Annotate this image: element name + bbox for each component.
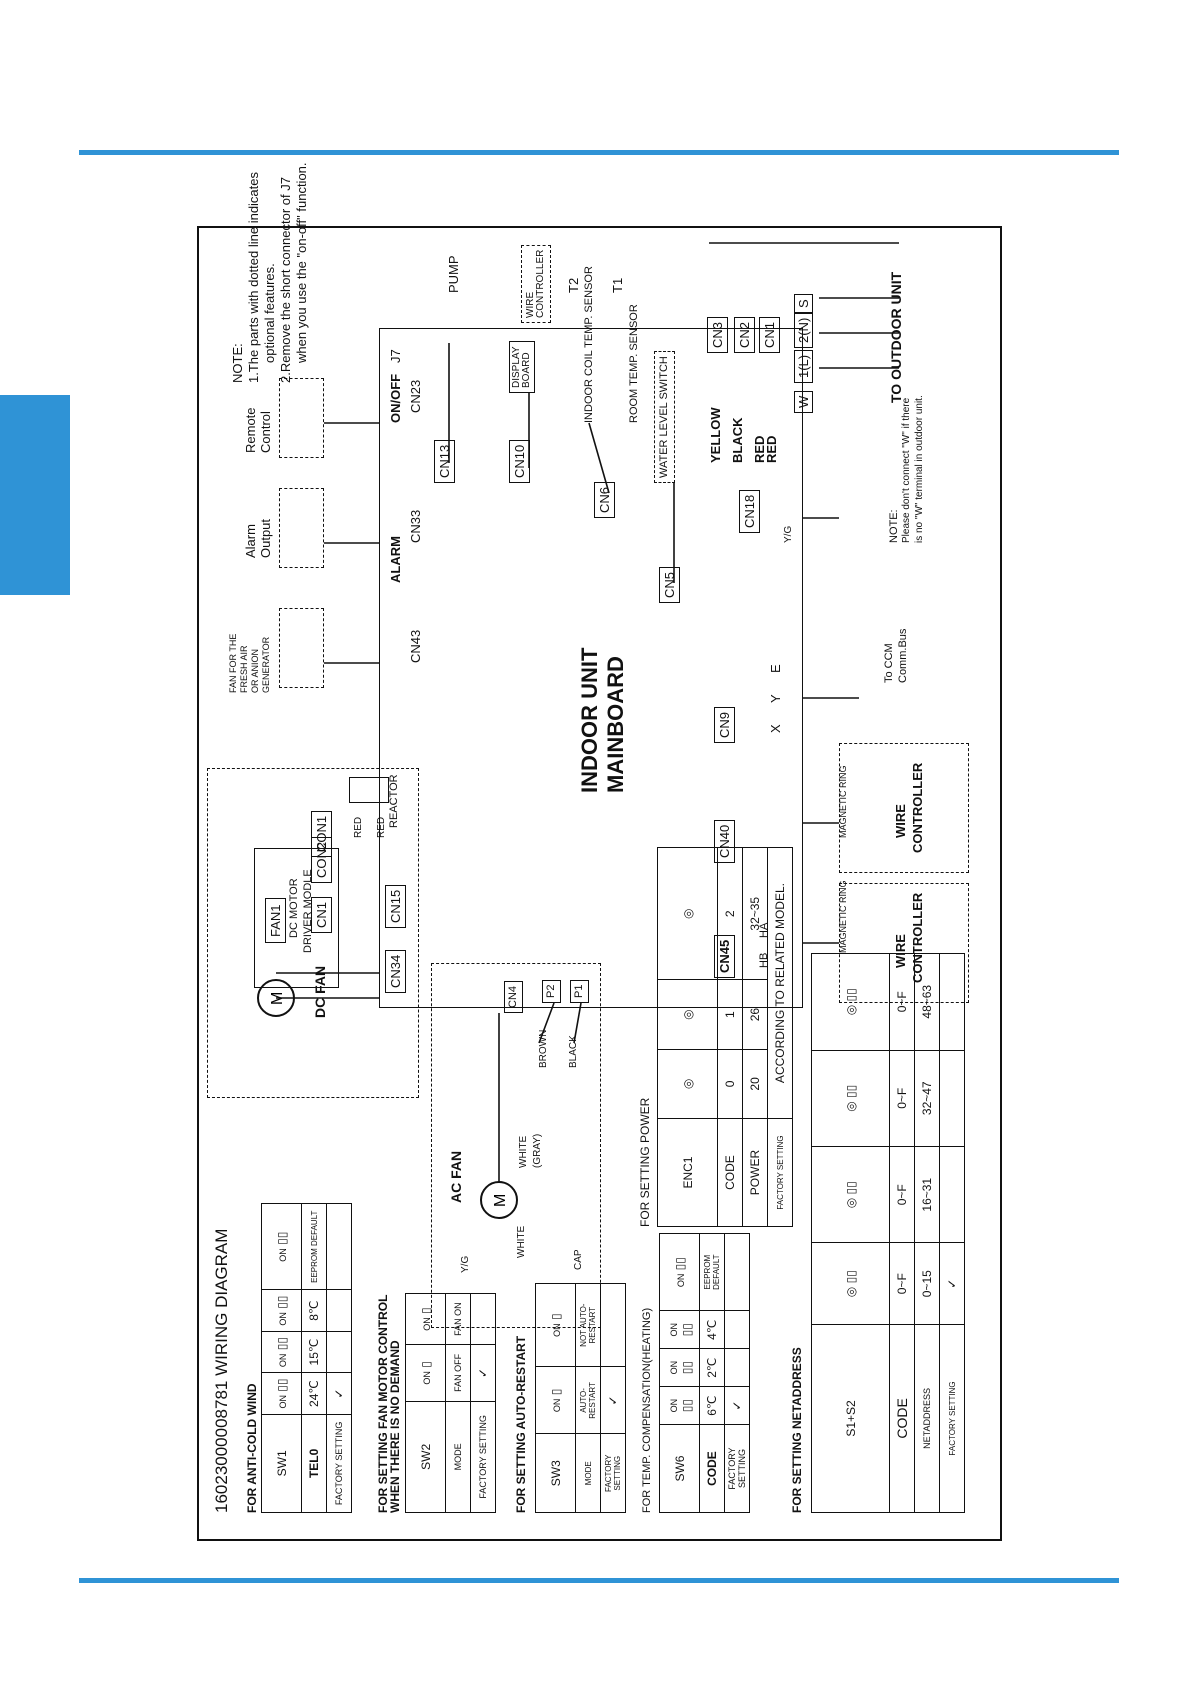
bottom-rule (79, 1578, 1119, 1583)
wiring-diagram-frame: 16023000008781 WIRING DIAGRAM FOR ANTI-C… (197, 162, 1004, 1543)
svg-text:M: M (492, 1194, 509, 1207)
wiring-lines (276, 242, 899, 1183)
side-tab (0, 395, 70, 595)
top-rule (79, 150, 1119, 155)
rotated-diagram: 16023000008781 WIRING DIAGRAM FOR ANTI-C… (199, 162, 1004, 1543)
